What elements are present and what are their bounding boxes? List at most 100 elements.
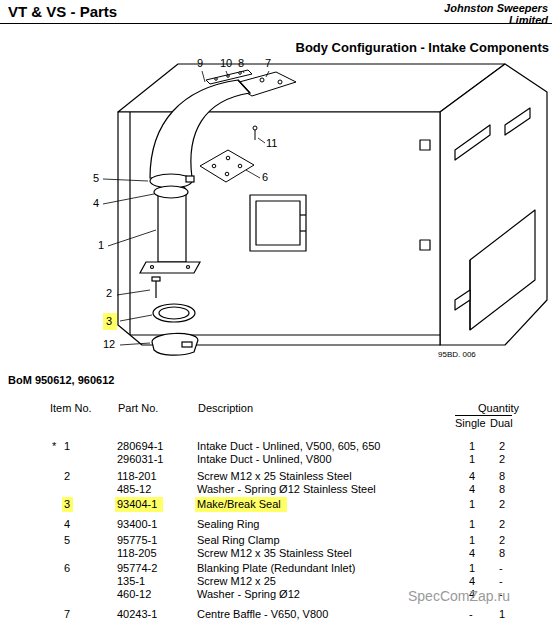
hopper-body [440,64,547,345]
blanking-plate [225,172,229,176]
hopper-body [118,64,547,345]
table-cell: 8 [499,470,505,483]
table-cell: 1 [64,440,70,453]
table-cell: 4 [469,470,475,483]
table-cell: 7 [64,608,70,621]
table-cell: 95775-1 [117,534,157,547]
callout-number: 11 [266,137,277,150]
leader-line [120,343,150,345]
table-cell: 1 [469,440,475,453]
table-cell: 2 [499,534,505,547]
hopper-body [505,108,530,135]
table-cell: Centre Baffle - V650, V800 [197,608,328,621]
centre-baffle [255,130,256,140]
table-cell: 6 [64,562,70,575]
table-cell: 93400-1 [117,518,157,531]
table-cell: 118-201 [117,470,157,483]
table-cell: 1 [499,608,505,621]
table-cell: 8 [499,483,505,496]
table-cell: 118-205 [117,547,157,560]
hopper-body [129,112,130,335]
table-cell: Washer - Spring Ø12 [197,588,300,601]
table-cell: 2 [64,470,70,483]
table-cell: 5 [64,534,70,547]
header-rule [455,415,512,416]
table-cell: Sealing Ring [197,518,259,531]
table-cell: 280694-1 [117,440,164,453]
hopper-body [420,240,430,250]
table-cell: 2 [499,498,505,511]
table-header: Part No. [118,402,158,415]
intake-duct [140,80,250,273]
callout-number: 2 [106,287,112,300]
table-cell: 4 [469,547,475,560]
table-cell: Intake Duct - Unlined, V500, 605, 650 [197,440,380,453]
intake-duct [158,190,186,262]
hopper-body [455,290,470,310]
hopper-body [118,64,505,112]
leader-line [243,71,244,73]
hopper-body [256,201,300,245]
table-cell: 4 [469,483,475,496]
table-cell: Make/Break Seal [197,498,281,511]
page-header: VT & VS - Parts [8,3,117,21]
hopper-body [420,140,430,150]
intake-duct [186,176,194,182]
bom-reference: BoM 950612, 960612 [8,374,114,387]
seal-parts [153,304,195,322]
seal-parts [182,342,192,347]
callout-number: 12 [103,338,115,351]
blanking-plate [200,150,254,182]
intake-duct [151,266,154,269]
table-cell: 2 [499,453,505,466]
intake-duct [140,262,200,273]
table-cell: 1 [469,534,475,547]
table-cell: Screw M12 x 25 Stainless Steel [197,470,352,483]
table-cell: * [52,440,56,453]
leader-line [120,315,152,321]
seal-parts [159,307,189,319]
hopper-body [455,125,490,160]
leader-line [202,71,205,82]
table-cell: Intake Duct - Unlined, V800 [197,453,332,466]
intake-duct [187,266,190,269]
table-cell: Seal Ring Clamp [197,534,280,547]
centre-baffle [239,72,242,75]
callout-number: 9 [197,57,203,70]
callout-number: 6 [262,171,268,184]
header-rule [0,23,552,24]
leader-line [226,71,228,76]
intake-duct [238,80,250,93]
blanking-plate [212,164,216,168]
table-cell: - [499,562,503,575]
leader-line [258,138,265,143]
table-header: Single [455,417,486,430]
intake-duct [154,186,188,198]
table-cell: 4 [469,575,475,588]
leader-line [266,71,269,77]
centre-baffle [253,126,257,130]
highlight-mark [62,497,73,512]
leader-line [103,179,148,181]
callout-number: 3 [106,315,112,328]
watermark: SpecComZap.ru [408,590,510,603]
blanking-plate [200,150,254,182]
table-cell: 1 [469,498,475,511]
table-cell: - [499,575,503,588]
seal-parts [152,277,198,355]
header-rule [0,24,552,416]
table-cell: 95774-2 [117,562,157,575]
table-cell: 296031-1 [117,453,164,466]
centre-baffle [260,78,264,82]
table-header: Item No. [50,402,92,415]
table-cell: 1 [469,562,475,575]
table-cell: 135-1 [117,575,145,588]
intake-duct [150,80,250,178]
table-cell: 460-12 [117,588,151,601]
callout-number: 5 [93,172,99,185]
table-cell: 8 [499,547,505,560]
callout-number: 8 [238,57,244,70]
highlight-mark [103,313,117,330]
leader-line [103,194,154,204]
seal-parts [152,333,198,355]
